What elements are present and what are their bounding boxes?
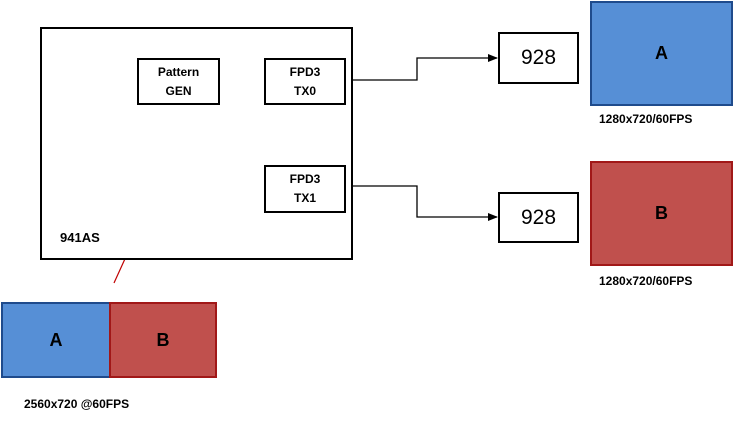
display-a-resolution: 1280x720/60FPS xyxy=(599,112,693,126)
pattern-gen-block: Pattern GEN xyxy=(137,58,220,105)
tx1-to-rx1-arrow xyxy=(345,185,498,221)
source-image-b: B xyxy=(109,302,217,378)
receiver-928-top: 928 xyxy=(498,32,579,84)
tx0-line2: TX0 xyxy=(293,83,316,98)
pattern-gen-line1: Pattern xyxy=(157,64,200,79)
chip-label: 941AS xyxy=(60,230,100,245)
pattern-gen-line2: GEN xyxy=(165,83,192,98)
tx0-to-rx0-arrow xyxy=(345,54,498,81)
tx1-line1: FPD3 xyxy=(289,172,321,186)
tx0-line1: FPD3 xyxy=(289,64,321,79)
display-a: A xyxy=(590,1,733,106)
source-image-a: A xyxy=(1,302,111,378)
tx0-block: FPD3 TX0 xyxy=(264,58,346,105)
source-image-resolution: 2560x720 @60FPS xyxy=(24,397,130,411)
tx1-line2: TX1 xyxy=(293,191,316,205)
display-b-resolution: 1280x720/60FPS xyxy=(599,274,693,288)
receiver-928-bottom: 928 xyxy=(498,192,579,243)
tx1-block: FPD3 TX1 xyxy=(264,165,346,213)
display-b: B xyxy=(590,161,733,266)
